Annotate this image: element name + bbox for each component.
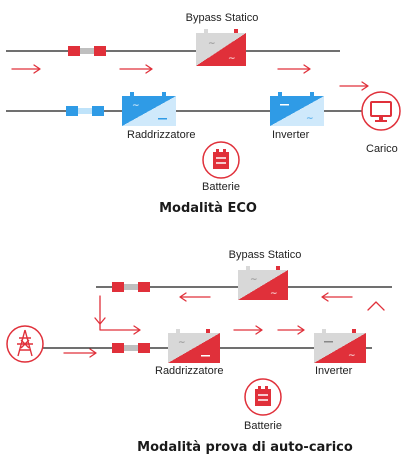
selftest-mode-title: Modalità prova di auto-carico xyxy=(137,440,353,455)
svg-text:~: ~ xyxy=(178,338,186,348)
eco-inverter-label: Inverter xyxy=(272,129,310,141)
flow-arrow-icon xyxy=(233,325,263,335)
inverter-module-icon: ~ xyxy=(270,92,324,126)
flow-arrow-icon xyxy=(99,295,141,335)
flow-arrow-icon xyxy=(179,292,211,302)
eco-mode-panel: Bypass Statico ~ ~ ~ xyxy=(6,12,401,216)
battery-icon xyxy=(202,141,240,179)
eco-battery-label: Batterie xyxy=(202,181,240,193)
flow-arrow-icon xyxy=(277,64,311,74)
flow-arrow-icon xyxy=(63,348,97,358)
selftest-battery-label: Batterie xyxy=(244,420,282,432)
rectifier-module-icon: ~ xyxy=(168,329,220,363)
flow-arrow-icon xyxy=(339,81,369,91)
battery-icon xyxy=(244,378,282,416)
flow-arrow-icon xyxy=(367,301,385,311)
fuse-icon xyxy=(112,282,150,292)
fuse-icon xyxy=(66,106,104,116)
fuse-icon xyxy=(68,46,106,56)
flow-arrow-icon xyxy=(119,64,153,74)
flow-arrow-icon xyxy=(321,292,353,302)
svg-text:~: ~ xyxy=(208,39,216,49)
eco-load-label: Carico xyxy=(366,143,398,155)
monitor-load-icon xyxy=(361,91,401,131)
eco-rectifier-label: Raddrizzatore xyxy=(127,129,195,141)
selftest-bypass-label: Bypass Statico xyxy=(229,249,302,261)
eco-bypass-label: Bypass Statico xyxy=(186,12,259,24)
flow-arrow-icon xyxy=(11,64,41,74)
selftest-mode-panel: Bypass Statico ~ ~ xyxy=(6,249,392,455)
svg-text:~: ~ xyxy=(348,351,356,361)
svg-text:~: ~ xyxy=(270,289,278,299)
fuse-icon xyxy=(112,343,150,353)
svg-text:~: ~ xyxy=(250,275,258,285)
power-tower-icon xyxy=(6,325,44,363)
rectifier-module-icon: ~ xyxy=(122,92,176,126)
flow-arrow-icon xyxy=(94,317,106,325)
eco-mode-title: Modalità ECO xyxy=(159,201,257,216)
static-bypass-module-icon: ~ ~ xyxy=(238,266,288,300)
svg-text:~: ~ xyxy=(132,101,140,111)
selftest-inverter-label: Inverter xyxy=(315,365,353,377)
flow-arrow-icon xyxy=(277,325,305,335)
static-bypass-module-icon: ~ ~ xyxy=(196,29,246,66)
svg-text:~: ~ xyxy=(228,54,236,64)
svg-text:~: ~ xyxy=(306,114,314,124)
selftest-rectifier-label: Raddrizzatore xyxy=(155,365,223,377)
inverter-module-icon: ~ xyxy=(314,329,366,363)
